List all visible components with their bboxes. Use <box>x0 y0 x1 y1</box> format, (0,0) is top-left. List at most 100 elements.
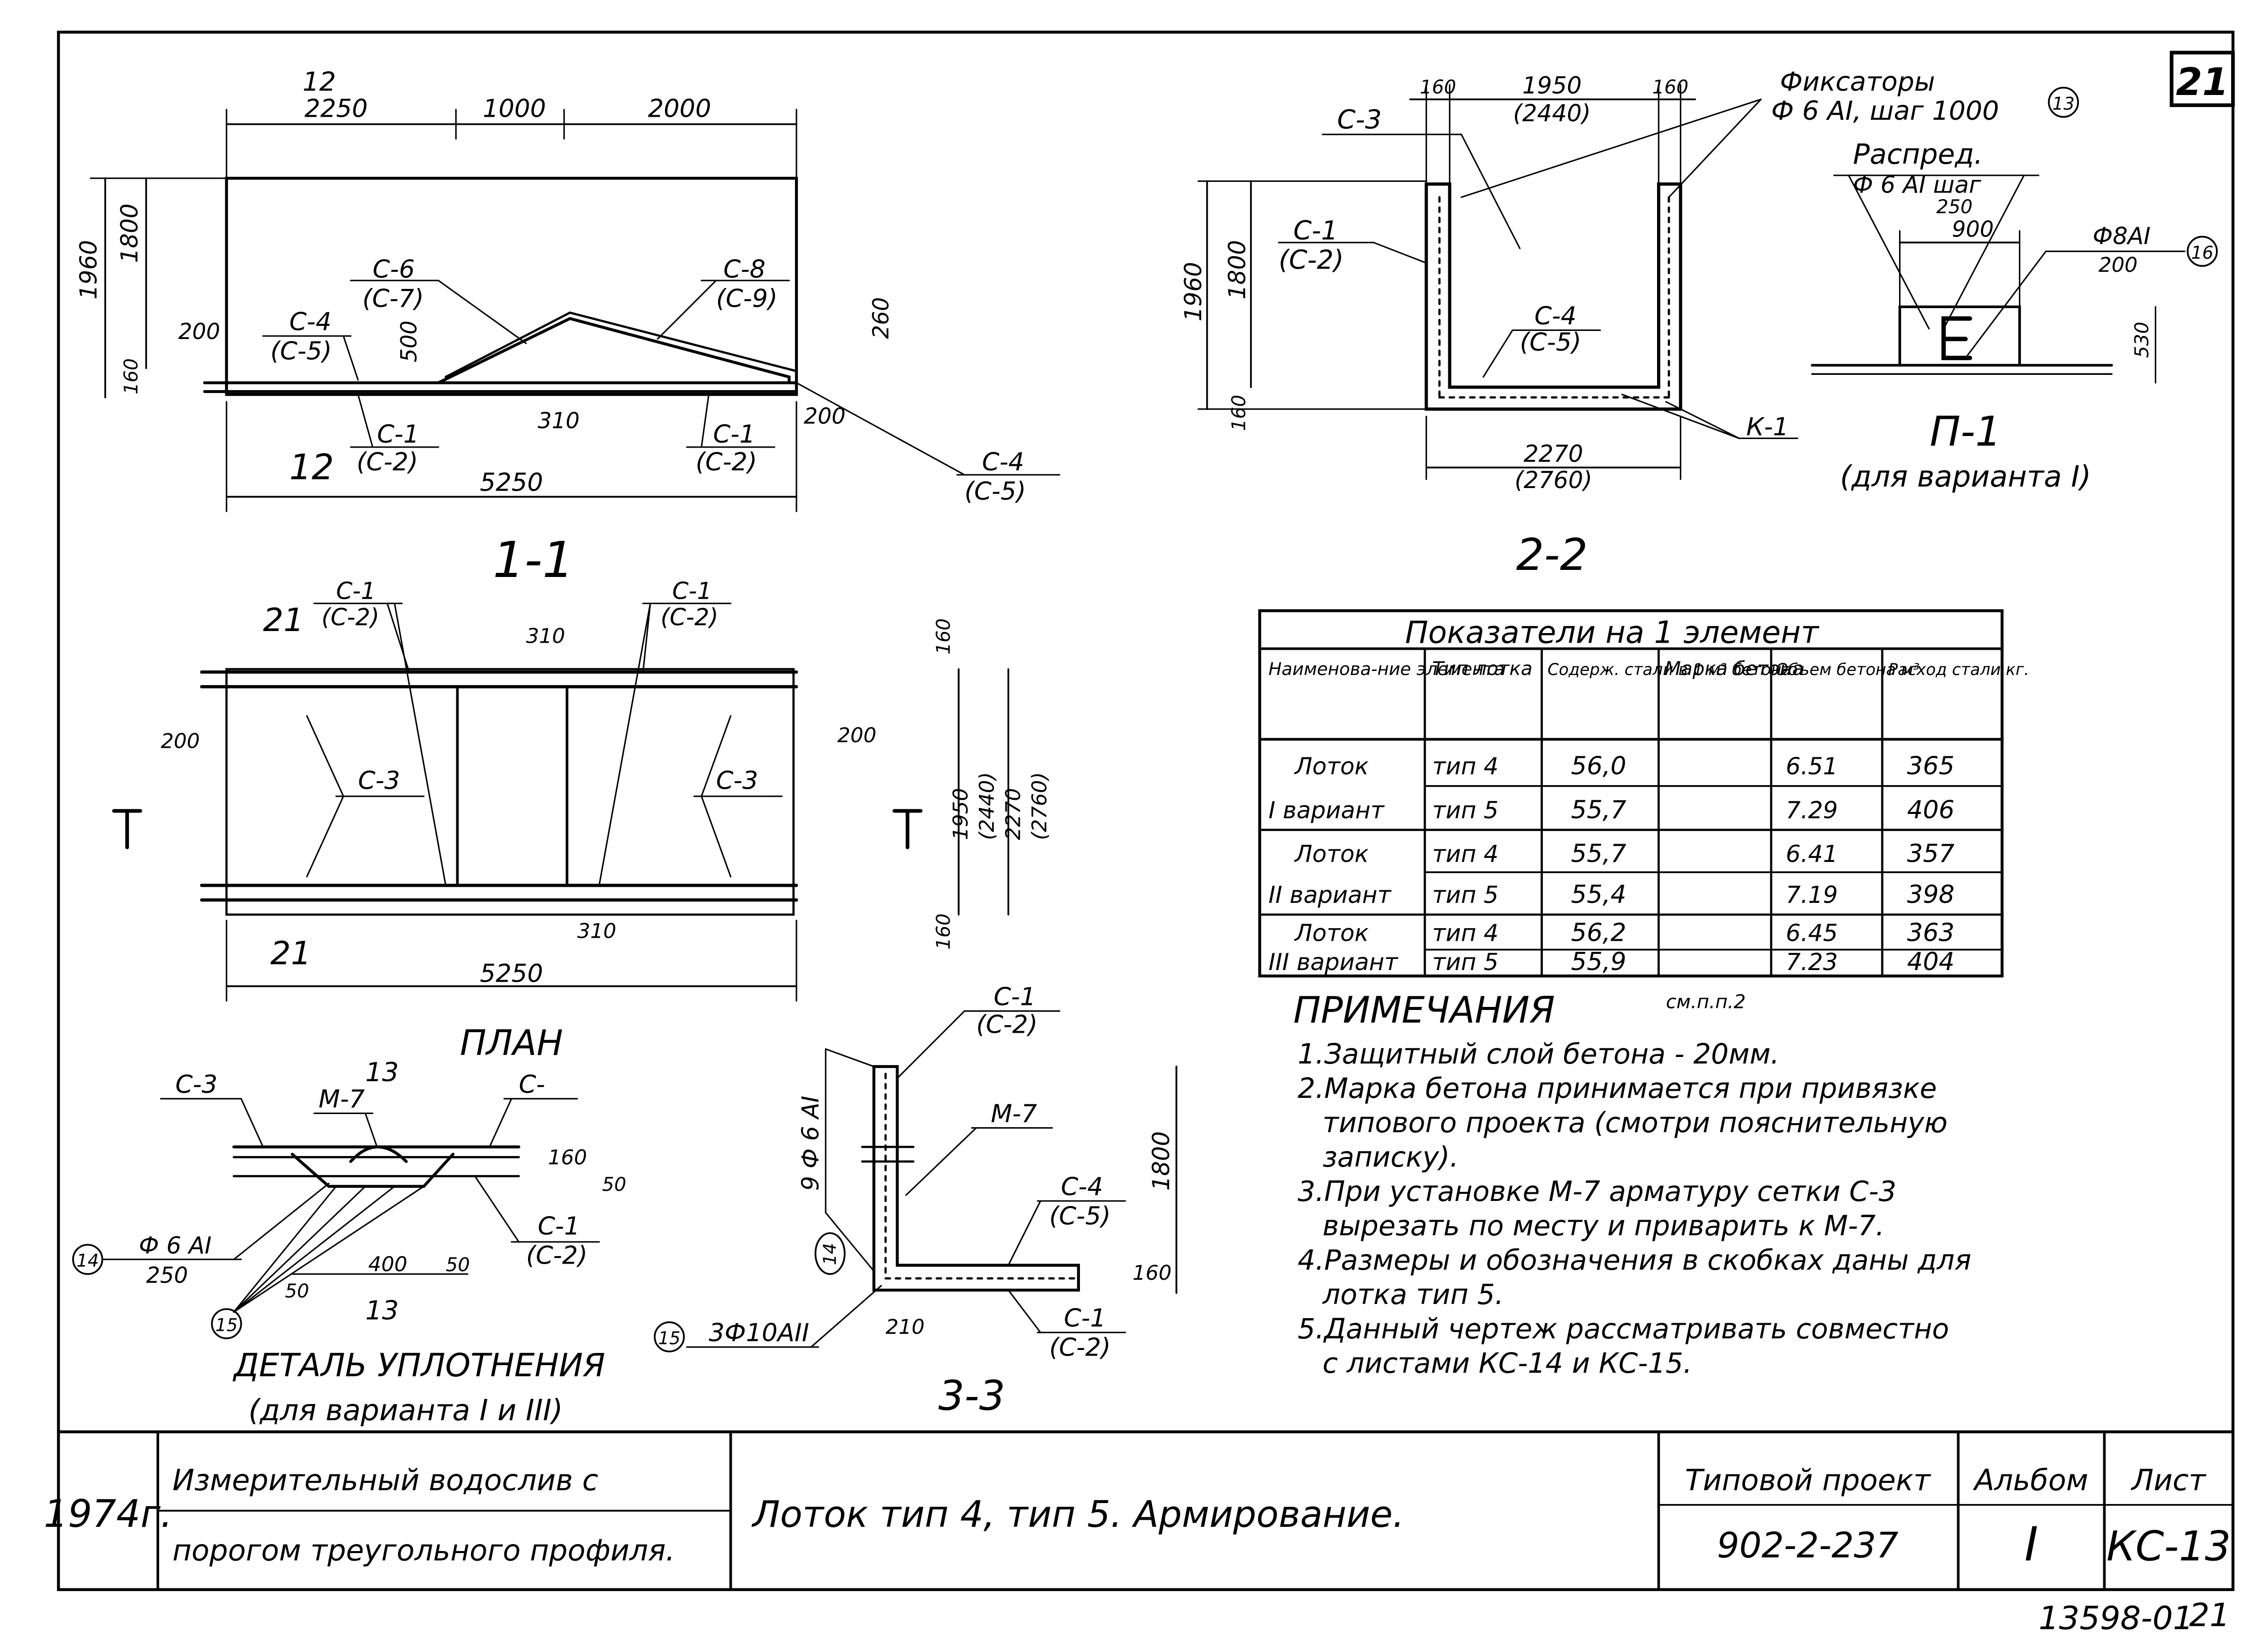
label-c2b: (С-2) <box>695 447 757 476</box>
label-c7: (С-7) <box>362 283 424 313</box>
notes-heading: ПРИМЕЧАНИЯ <box>1293 989 1555 1032</box>
detail-p1-subtitle: (для варианта I) <box>1840 459 2091 494</box>
s33-c4: С-4 <box>1061 1172 1103 1201</box>
plan-dim-160-top: 160 <box>932 618 955 655</box>
label-c9: (С-9) <box>716 283 778 313</box>
label-c8: С-8 <box>723 254 765 283</box>
th-3: Марка бетона <box>1665 657 1804 680</box>
bar-2: 200 <box>2099 253 2138 277</box>
label-c1b: С-1 <box>713 419 755 449</box>
tb-project-number: 902-2-237 <box>1717 1526 1899 1566</box>
plan-dim-200-right: 200 <box>837 723 876 747</box>
table-outline <box>1258 609 2004 978</box>
table-caption: Показатели на 1 элемент <box>1405 615 1819 650</box>
plan-dim-2760: (2760) <box>1027 772 1052 840</box>
table-cell: Лоток <box>1294 840 1368 867</box>
plan-c1b: С-1 <box>672 577 712 605</box>
cut-mark-1-2-top: 12 <box>303 67 336 97</box>
thick-dim-50b: 50 <box>285 1280 309 1302</box>
table-cell: 7.23 <box>1786 948 1838 976</box>
label-c5: (С-5) <box>1520 327 1581 357</box>
table-cell: 357 <box>1907 839 1955 868</box>
distrib-1: Распред. <box>1853 138 1983 170</box>
thick-title: ДЕТАЛЬ УПЛОТНЕНИЯ <box>232 1347 605 1384</box>
note-line: лотка тип 5. <box>1322 1278 1504 1311</box>
thick-c2: (С-2) <box>526 1240 588 1270</box>
dim-200-left: 200 <box>178 319 220 345</box>
s33-dim-160: 160 <box>1132 1261 1171 1285</box>
s33-c1b: С-1 <box>1064 1304 1106 1333</box>
th-0: Наименова-ние элемента <box>1268 659 1504 680</box>
s33-num15: 15 <box>658 1328 680 1348</box>
dim-160: 160 <box>120 358 142 395</box>
plan-dim-310-bottom: 310 <box>577 919 616 943</box>
table-cell: 404 <box>1907 947 1955 976</box>
note-line: записку). <box>1322 1141 1458 1173</box>
thick-dim-50c: 50 <box>446 1253 470 1276</box>
plan-dim-2270: 2270 <box>1001 788 1025 840</box>
detail-p1-title: П-1 <box>1930 408 2002 456</box>
tb-sheet-label: Лист <box>2131 1463 2207 1498</box>
plan-dim-1950: 1950 <box>948 788 972 840</box>
th-4: Объем бетона м³ <box>1776 660 1920 679</box>
table-cell: II вариант <box>1268 881 1392 908</box>
dim-1950: 1950 <box>1522 72 1582 99</box>
s33-c1a: С-1 <box>994 982 1035 1011</box>
plan-cut-bottom: 21 <box>270 935 311 973</box>
table-cell: 55,9 <box>1571 947 1626 976</box>
dim-2000: 2000 <box>648 93 711 123</box>
dim-2250: 2250 <box>305 93 368 123</box>
table-cell: Лоток <box>1294 753 1368 780</box>
dim-160-left: 160 <box>1420 76 1456 98</box>
table-cell: 365 <box>1907 751 1955 781</box>
label-c1: С-1 <box>1293 216 1338 246</box>
label-c4a: С-4 <box>290 307 332 336</box>
th-5: Расход стали кг. <box>1888 660 2029 679</box>
s33-dim-1800: 1800 <box>1147 1131 1174 1191</box>
section-1-1-outline <box>225 176 798 396</box>
table-cell: Лоток <box>1294 919 1368 946</box>
plan-c1a: С-1 <box>336 577 375 605</box>
plan-c3b: С-3 <box>716 766 758 795</box>
tb-album-value: I <box>2024 1517 2038 1571</box>
plan-dim-2440: (2440) <box>974 772 999 840</box>
thick-c3: С-3 <box>175 1070 217 1099</box>
table-cell: тип 4 <box>1432 840 1498 867</box>
th-1: Тип лотка <box>1432 657 1533 680</box>
table-cell: 6.51 <box>1786 753 1838 780</box>
thick-cut-bottom: 13 <box>365 1295 399 1326</box>
dim-310: 310 <box>538 408 580 433</box>
bar-1: Ф8АI <box>2093 222 2151 250</box>
table-cell: 406 <box>1907 795 1955 824</box>
table-footnote: см.п.п.2 <box>1666 990 1746 1012</box>
label-c5b: (С-5) <box>965 476 1026 506</box>
dim-160-right: 160 <box>1652 76 1688 98</box>
dim-1960: 1960 <box>75 240 102 300</box>
note-line: 5.Данный чертеж рассматривать совместно <box>1298 1313 1949 1345</box>
note-line: 2.Марка бетона принимается при привязке <box>1298 1072 1937 1104</box>
label-fix-num: 13 <box>2052 94 2074 114</box>
table-cell: тип 5 <box>1432 948 1498 976</box>
thick-bar-1: Ф 6 АI <box>139 1232 212 1259</box>
label-c1a: С-1 <box>377 419 419 449</box>
table-cell: III вариант <box>1268 948 1399 976</box>
dim-260: 260 <box>869 297 894 339</box>
dim-5250: 5250 <box>480 468 543 497</box>
thick-dim-50a: 50 <box>602 1173 626 1195</box>
detail-p1: 900 Распред. Ф 6 АI шаг 250 Ф8АI 200 16 … <box>1811 138 2218 494</box>
footer-page: 21 <box>2189 1597 2230 1634</box>
sheet-corner-box <box>2169 51 2235 107</box>
notes: ПРИМЕЧАНИЯ 1.Защитный слой бетона - 20мм… <box>1293 989 1971 1379</box>
notes-lines: 1.Защитный слой бетона - 20мм.2.Марка бе… <box>1298 1038 1971 1379</box>
sheet-corner-number: 21 <box>2176 60 2229 104</box>
table-cell: 6.41 <box>1786 840 1838 867</box>
dim-1960-2: 1960 <box>1179 262 1207 321</box>
title-block: 1974г. Измерительный водослив с порогом … <box>44 1430 2235 1591</box>
dim-530: 530 <box>2131 322 2153 358</box>
label-c4: С-4 <box>1534 301 1576 330</box>
section-3-3: 1800 160 210 С-1 (С-2) М-7 С-4 (С-5) С-1… <box>653 982 1177 1420</box>
note-line: типового проекта (смотри пояснительную <box>1322 1106 1948 1139</box>
label-c3: С-3 <box>1337 105 1382 135</box>
